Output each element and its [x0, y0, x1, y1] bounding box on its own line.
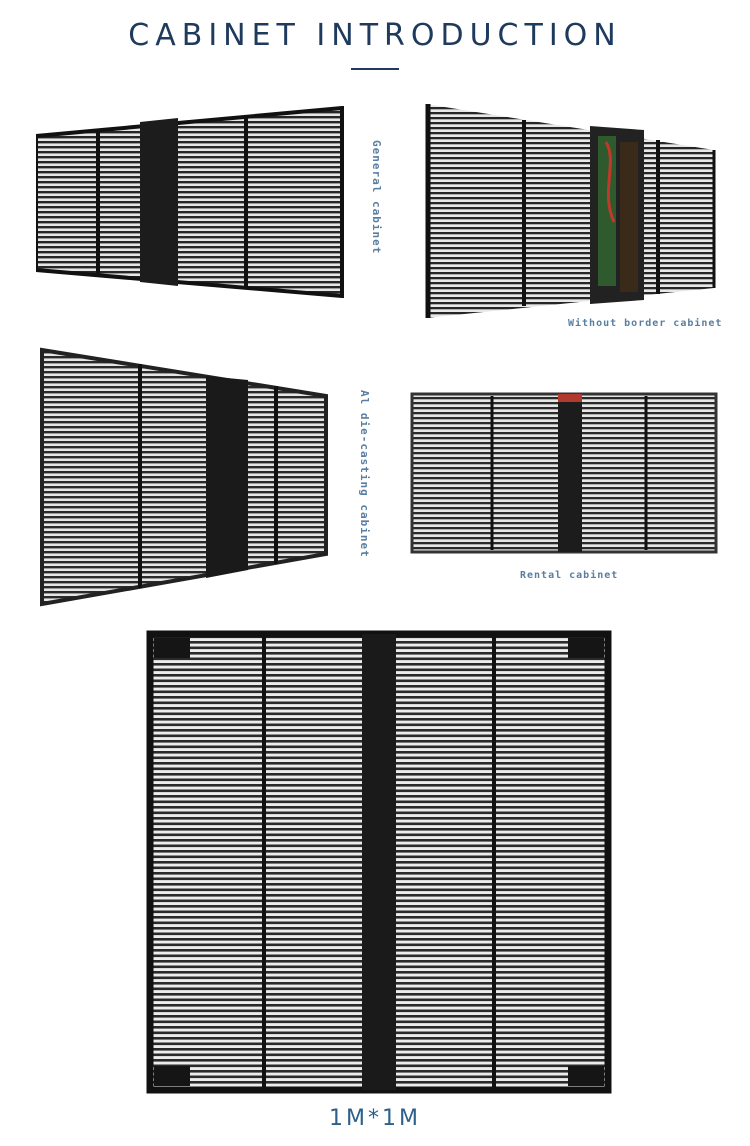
al-die-casting-cabinet-image: [36, 346, 332, 608]
title-divider: [351, 68, 399, 70]
general-cabinet-label: General cabinet: [370, 140, 383, 255]
cabinet-front-view-image: [146, 630, 612, 1094]
rental-cabinet-image: [410, 392, 718, 554]
without-border-cabinet-label: Without border cabinet: [568, 318, 723, 329]
general-cabinet-image: [36, 106, 344, 298]
page-title: CABINET INTRODUCTION: [128, 18, 622, 53]
rental-cabinet-label: Rental cabinet: [520, 570, 619, 581]
al-die-casting-cabinet-label: Al die-casting cabinet: [358, 390, 371, 558]
cabinet-size-label: 1M*1M: [329, 1106, 421, 1131]
without-border-cabinet-image: [422, 102, 718, 320]
